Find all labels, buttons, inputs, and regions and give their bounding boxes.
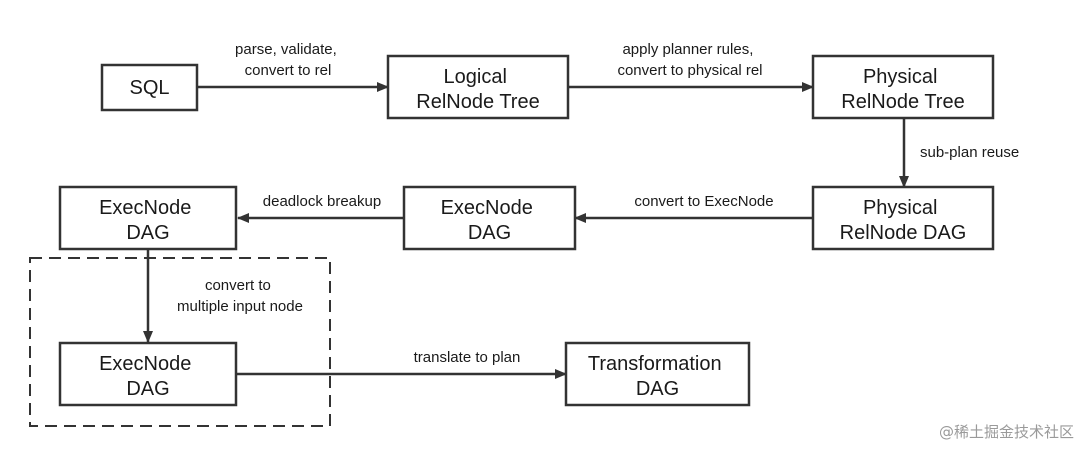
edge-label-reuse-line-1: sub-plan reuse [920, 144, 1019, 161]
node-execnode-dag-bottom-box [58, 341, 238, 407]
node-execnode-dag-bottom-line-1: ExecNode [99, 353, 191, 375]
node-physical-relnode-tree-box [811, 54, 995, 120]
node-logical-relnode-tree-line-1: Logical [444, 66, 507, 88]
node-physical-relnode-tree-line-1: Physical [863, 66, 937, 88]
edge-label-to-execnode: convert to ExecNode [634, 193, 773, 210]
node-execnode-dag-middle-box [402, 185, 577, 251]
svg-text:Physical RelNode DAG: Physical RelNode DAG [840, 197, 967, 244]
svg-text:Logical RelNode Tree: Logical RelNode Tree [416, 66, 539, 113]
edge-label-multi-input-line-1: convert to [205, 277, 271, 294]
edge-label-parse-line-2: convert to rel [245, 62, 332, 79]
node-transformation-dag: Transformation DAG [564, 341, 751, 407]
edge-label-parse: parse, validate, convert to rel [235, 41, 341, 79]
node-logical-relnode-tree-box [386, 54, 570, 120]
node-logical-relnode-tree-line-2: RelNode Tree [416, 91, 539, 113]
edge-label-multi-input-line-2: multiple input node [177, 298, 303, 315]
edge-label-reuse: sub-plan reuse [920, 144, 1019, 161]
svg-text:ExecNode DAG: ExecNode DAG [99, 197, 197, 244]
multiple-input-group-frame [29, 257, 331, 427]
node-execnode-dag-left-box [58, 185, 238, 251]
edge-label-parse-line-1: parse, validate, [235, 41, 337, 58]
node-physical-relnode-dag-box [811, 185, 995, 251]
edge-label-planner-line-1: apply planner rules, [622, 41, 753, 58]
node-execnode-dag-middle-line-2: DAG [468, 222, 511, 244]
node-execnode-dag-bottom-line-2: DAG [126, 378, 169, 400]
edges [143, 82, 909, 379]
node-sql-box [100, 63, 199, 112]
node-transformation-dag-line-1: Transformation [588, 353, 722, 375]
edge-label-translate-line-1: translate to plan [414, 349, 521, 366]
watermark-text: @稀土掘金技术社区 [939, 423, 1074, 441]
node-execnode-dag-middle-line-1: ExecNode [441, 197, 533, 219]
node-sql: SQL [100, 63, 199, 112]
edge-label-deadlock-line-1: deadlock breakup [263, 193, 381, 210]
svg-text:SQL: SQL [129, 77, 169, 99]
edge-label-translate: translate to plan [414, 349, 521, 366]
svg-text:ExecNode DAG: ExecNode DAG [99, 353, 197, 400]
node-transformation-dag-box [564, 341, 751, 407]
node-execnode-dag-left: ExecNode DAG [58, 185, 238, 251]
node-execnode-dag-bottom: ExecNode DAG [58, 341, 238, 407]
node-physical-relnode-dag-line-2: RelNode DAG [840, 222, 967, 244]
node-transformation-dag-line-2: DAG [636, 378, 679, 400]
edge-label-to-execnode-line-1: convert to ExecNode [634, 193, 773, 210]
svg-text:Physical RelNode Tree: Physical RelNode Tree [841, 66, 964, 113]
node-execnode-dag-left-line-2: DAG [126, 222, 169, 244]
node-physical-relnode-tree-line-2: RelNode Tree [841, 91, 964, 113]
node-physical-relnode-dag-line-1: Physical [863, 197, 937, 219]
node-physical-relnode-tree: Physical RelNode Tree [811, 54, 995, 120]
node-sql-label: SQL [129, 77, 169, 99]
node-physical-relnode-dag: Physical RelNode DAG [811, 185, 995, 251]
svg-text:Transformation DAG: Transformation DAG [588, 353, 727, 400]
edge-label-planner-line-2: convert to physical rel [617, 62, 762, 79]
node-logical-relnode-tree: Logical RelNode Tree [386, 54, 570, 120]
edge-label-deadlock: deadlock breakup [263, 193, 381, 210]
svg-text:ExecNode DAG: ExecNode DAG [441, 197, 539, 244]
edge-label-planner: apply planner rules, convert to physical… [617, 41, 762, 79]
edge-label-multi-input: convert to multiple input node [177, 277, 303, 315]
node-execnode-dag-middle: ExecNode DAG [402, 185, 577, 251]
node-execnode-dag-left-line-1: ExecNode [99, 197, 191, 219]
